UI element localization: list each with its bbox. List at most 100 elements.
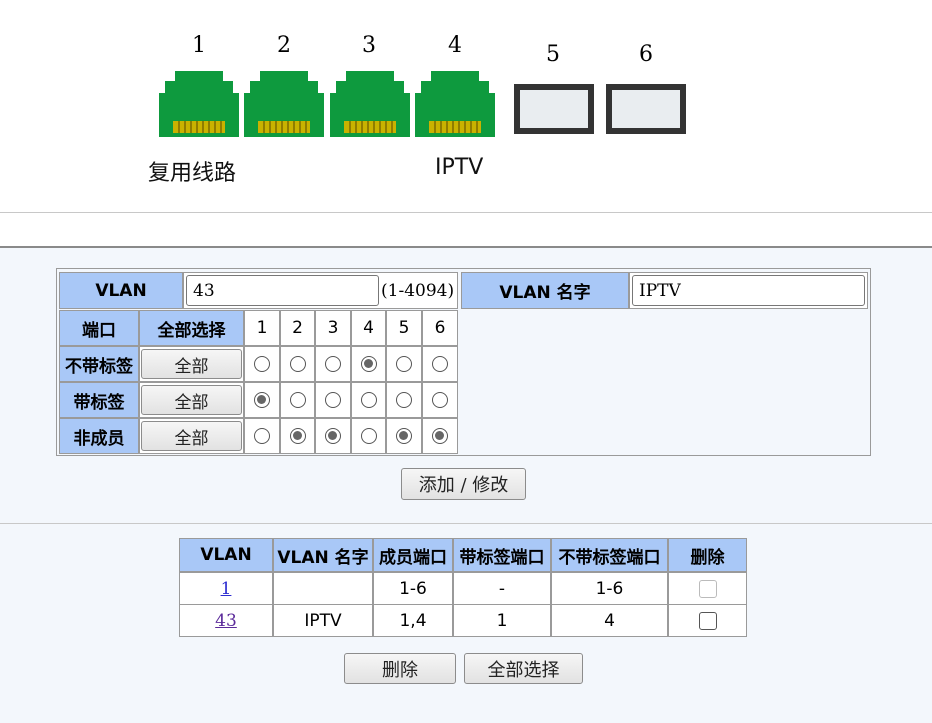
port-radio[interactable] [432, 356, 448, 372]
vlan-link[interactable]: 1 [220, 578, 232, 599]
port-number-4: 4 [448, 33, 462, 58]
port-1-label: 复用线路 [148, 161, 237, 186]
port-number-5: 5 [546, 42, 560, 67]
port-radio[interactable] [396, 428, 412, 444]
vlan-range-hint: (1-4094) [381, 280, 455, 301]
port-radio-cell [386, 382, 422, 418]
port-radio-cell [315, 382, 351, 418]
vlan-members-cell: 1,4 [373, 604, 453, 637]
membership-row-label: 带标签 [59, 382, 139, 418]
vlan-tagged-cell: - [453, 572, 551, 605]
port-radio-cell [422, 418, 458, 454]
select-all-row-button[interactable]: 全部 [141, 349, 242, 379]
port-radio-cell [351, 382, 386, 418]
select-all-row-button[interactable]: 全部 [141, 421, 242, 451]
divider [0, 212, 932, 213]
sfp-port-icon [514, 84, 594, 134]
ethernet-port-icon [330, 71, 410, 137]
delete-checkbox-cell [668, 572, 747, 605]
col-header-name: VLAN 名字 [273, 538, 373, 572]
vlan-id-input[interactable]: 43 [186, 275, 379, 306]
vlan-members-value: 1-6 [399, 578, 427, 599]
vlan-id-label: VLAN [59, 272, 183, 309]
vlan-untagged-cell: 4 [551, 604, 668, 637]
add-modify-button[interactable]: 添加 / 修改 [401, 468, 526, 500]
membership-row-label: 不带标签 [59, 346, 139, 382]
port-radio-cell [386, 418, 422, 454]
sfp-port-icon [606, 84, 686, 134]
divider [0, 523, 932, 524]
vlan-untagged-value: 1-6 [595, 578, 624, 599]
ethernet-port-icon [159, 71, 239, 137]
vlan-untagged-value: 4 [604, 610, 615, 631]
vlan-members-value: 1,4 [399, 610, 427, 631]
vlan-name-cell: IPTV [273, 604, 373, 637]
port-number-2: 2 [277, 33, 291, 58]
col-header-delete: 删除 [668, 538, 747, 572]
port-col-header: 5 [386, 310, 422, 346]
port-col-header: 2 [280, 310, 315, 346]
port-radio-cell [244, 346, 280, 382]
select-all-cell: 全部 [139, 382, 244, 418]
vlan-name-cell: IPTV [629, 272, 868, 309]
port-radio[interactable] [325, 428, 341, 444]
vlan-id-cell: 43 [179, 604, 273, 637]
port-col-header: 1 [244, 310, 280, 346]
select-all-cell: 全部 [139, 346, 244, 382]
vlan-tagged-value: - [498, 578, 506, 599]
port-radio[interactable] [325, 392, 341, 408]
port-radio[interactable] [325, 356, 341, 372]
delete-checkbox-cell [668, 604, 747, 637]
port-radio-cell [351, 418, 386, 454]
port-header: 端口 [59, 310, 139, 346]
vlan-name-input[interactable]: IPTV [632, 275, 865, 306]
port-radio[interactable] [360, 392, 377, 408]
port-radio[interactable] [289, 392, 306, 408]
port-radio[interactable] [289, 356, 306, 372]
port-radio[interactable] [396, 392, 412, 408]
select-all-row-button[interactable]: 全部 [141, 385, 242, 415]
port-radio-cell [351, 346, 386, 382]
port-radio[interactable] [360, 356, 377, 372]
port-radio[interactable] [432, 428, 448, 444]
delete-checkbox [698, 579, 717, 598]
vlan-tagged-cell: 1 [453, 604, 551, 637]
port-radio[interactable] [432, 392, 448, 408]
port-number-3: 3 [362, 33, 376, 58]
col-header-members: 成员端口 [373, 538, 453, 572]
membership-row-label: 非成员 [59, 418, 139, 454]
select-all-button[interactable]: 全部选择 [464, 653, 583, 684]
port-col-header: 6 [422, 310, 458, 346]
ethernet-port-icon [244, 71, 324, 137]
vlan-tagged-value: 1 [496, 610, 508, 631]
port-radio[interactable] [254, 392, 270, 408]
vlan-link[interactable]: 43 [215, 610, 237, 631]
port-radio-cell [315, 346, 351, 382]
vlan-id-cell: 43 (1-4094) [183, 272, 458, 309]
port-radio[interactable] [396, 356, 412, 372]
port-radio[interactable] [360, 428, 377, 444]
port-col-header: 3 [315, 310, 351, 346]
vlan-name-value: IPTV [304, 610, 342, 631]
port-number-1: 1 [192, 33, 206, 58]
delete-checkbox[interactable] [698, 611, 717, 630]
vlan-name-cell [273, 572, 373, 605]
port-radio[interactable] [254, 356, 270, 372]
delete-button[interactable]: 删除 [344, 653, 456, 684]
port-radio-cell [244, 418, 280, 454]
port-radio-cell [386, 346, 422, 382]
port-radio-cell [315, 418, 351, 454]
port-4-label: IPTV [435, 155, 484, 180]
port-radio-cell [280, 418, 315, 454]
vlan-name-label: VLAN 名字 [461, 272, 629, 309]
port-radio[interactable] [254, 428, 270, 444]
port-radio-cell [422, 346, 458, 382]
vlan-members-cell: 1-6 [373, 572, 453, 605]
port-col-header: 4 [351, 310, 386, 346]
ethernet-port-icon [415, 71, 495, 137]
port-panel: 1 2 3 4 5 6 复用线路 IPTV [0, 0, 932, 212]
port-radio[interactable] [289, 428, 306, 444]
port-radio-cell [280, 382, 315, 418]
port-radio-cell [422, 382, 458, 418]
col-header-vlan: VLAN [179, 538, 273, 572]
